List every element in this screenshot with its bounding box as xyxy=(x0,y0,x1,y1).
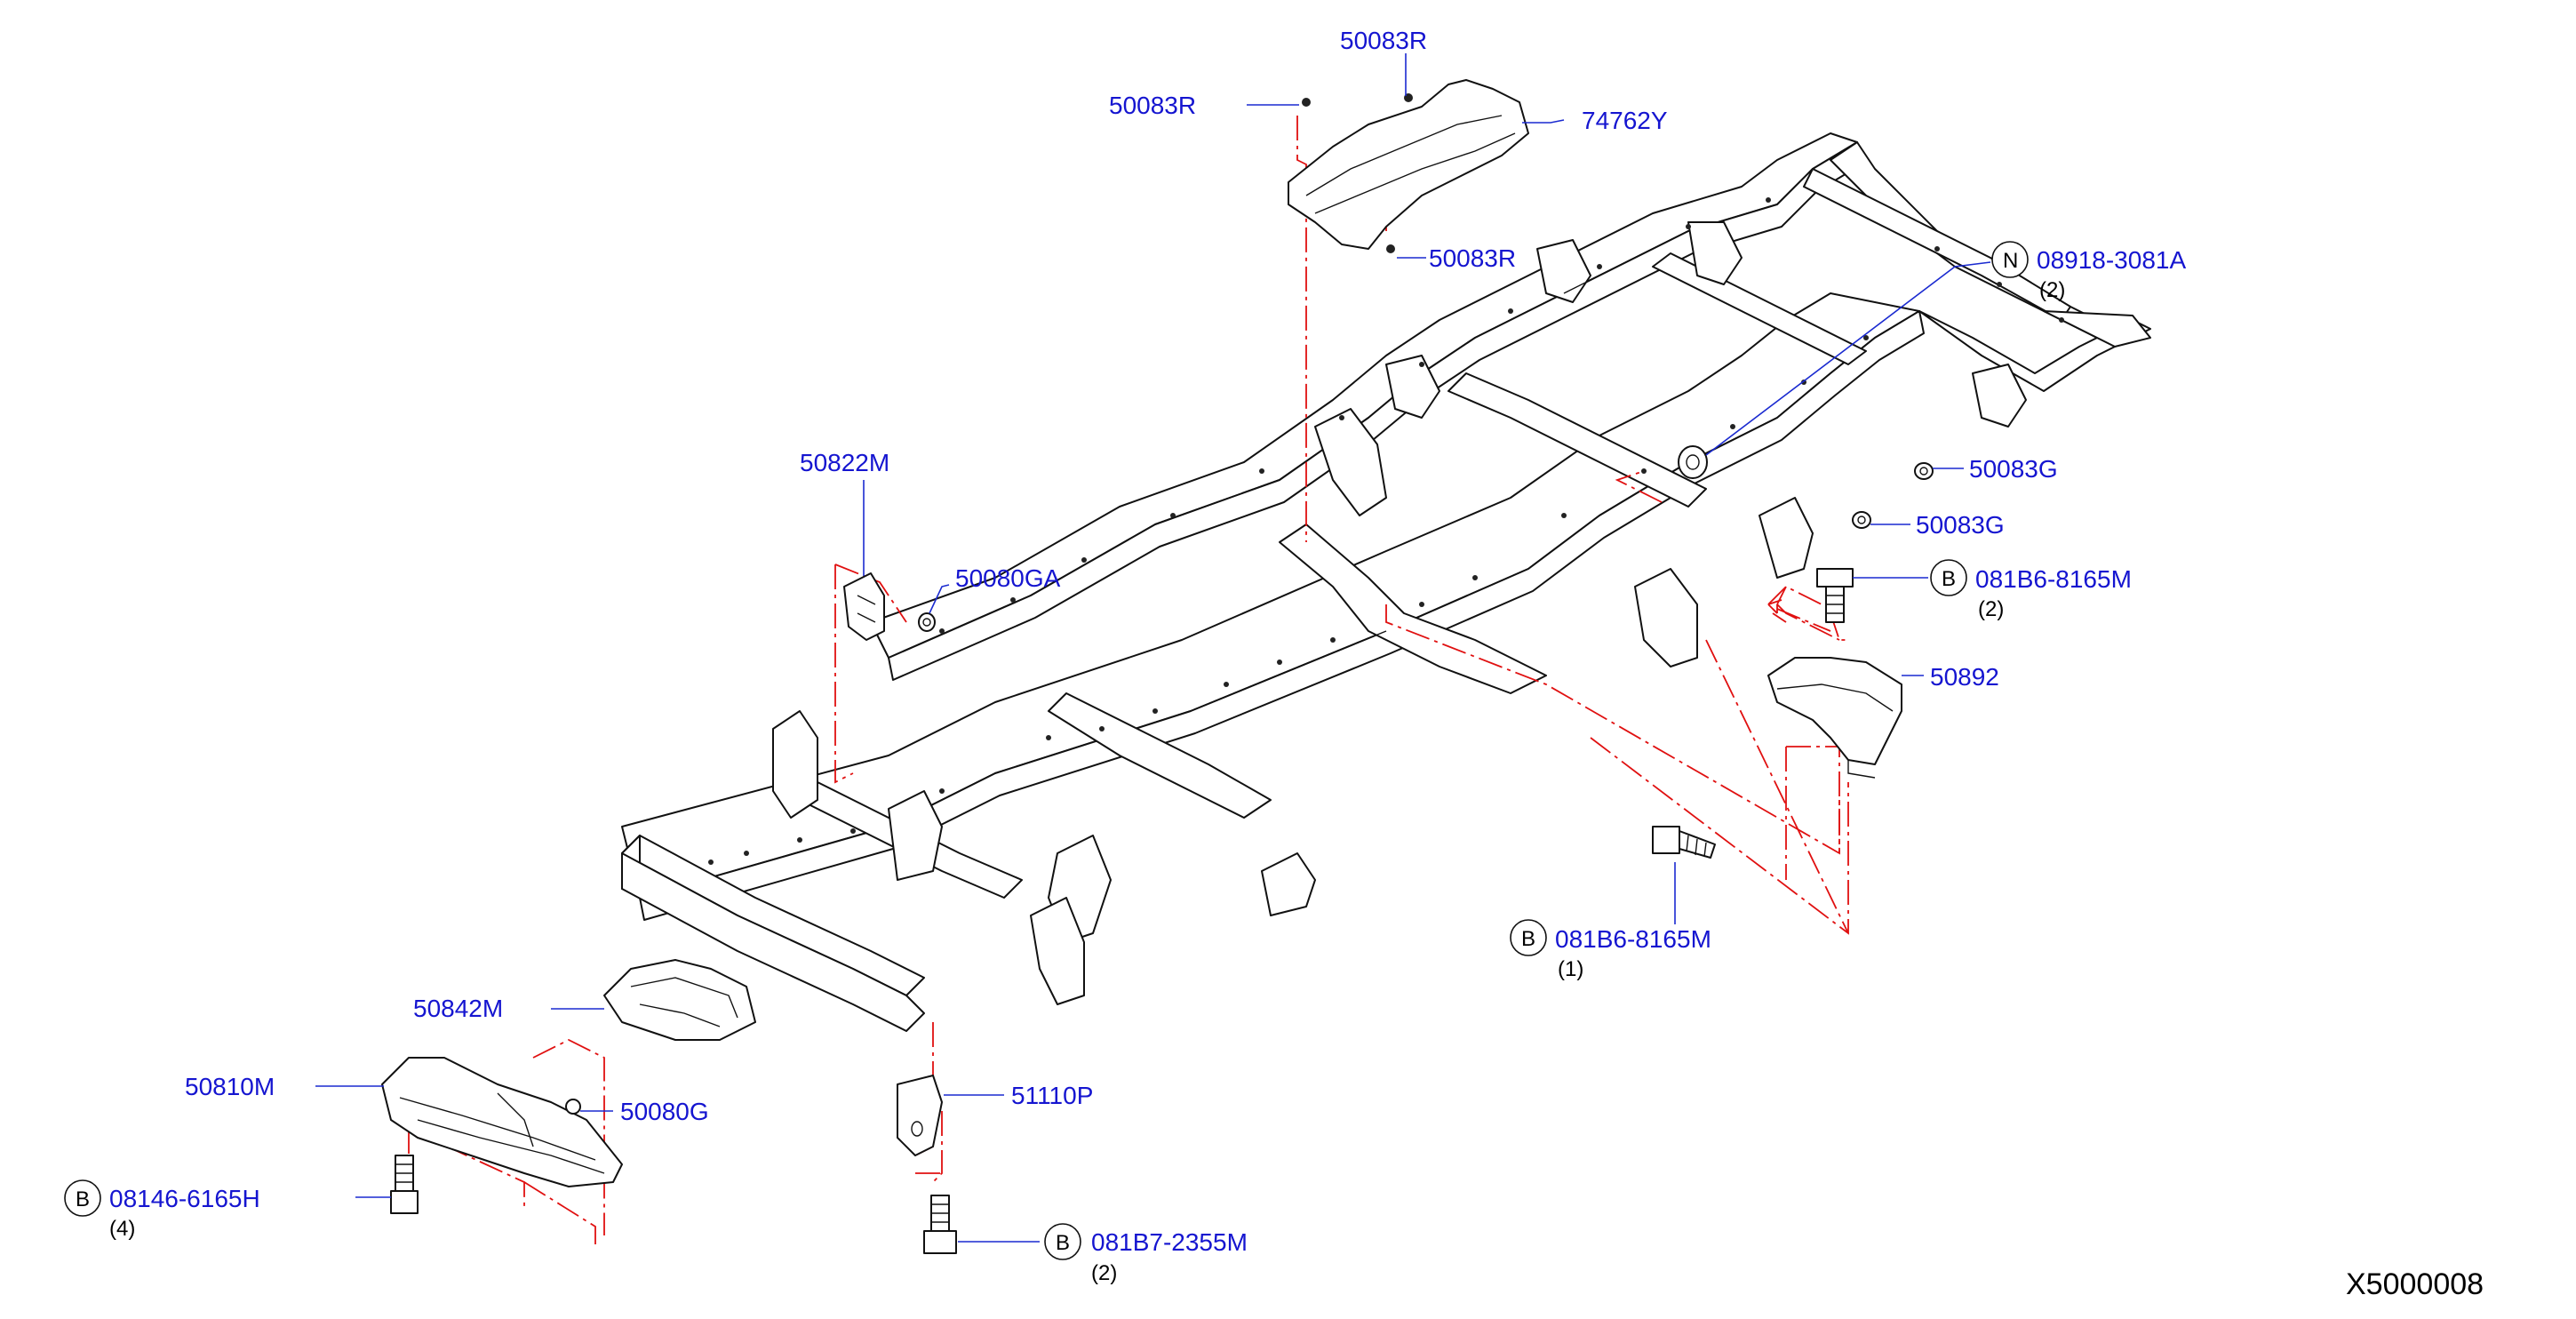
callout-51110P[interactable]: 51110P xyxy=(1011,1082,1093,1109)
assembly-lines xyxy=(408,97,1849,1244)
callout-50810M[interactable]: 50810M xyxy=(185,1073,275,1100)
bolt-081B6-8165M-lower xyxy=(1652,826,1716,859)
badge-B-4 xyxy=(1044,1223,1081,1260)
callout-081B7-2355M[interactable]: 081B7-2355M xyxy=(1091,1228,1248,1256)
frame-holes xyxy=(708,197,2064,865)
badge-B-3-letter: B xyxy=(76,1187,90,1211)
badge-B-1 xyxy=(1930,559,1967,596)
qty-081B6-8165M-upper: (2) xyxy=(1978,597,2004,621)
diagram-code: X5000008 xyxy=(2346,1267,2484,1301)
qty-08146-6165H: (4) xyxy=(109,1217,135,1241)
bolt-08146-6165H xyxy=(390,1155,419,1214)
qty-08918-3081A: (2) xyxy=(2039,278,2065,302)
callout-08146-6165H[interactable]: 08146-6165H xyxy=(109,1185,260,1212)
callout-50083R-top[interactable]: 50083R xyxy=(1340,27,1427,54)
bracket-50822M xyxy=(843,572,885,641)
clip-50080GA xyxy=(918,612,936,632)
callout-50083G-upper[interactable]: 50083G xyxy=(1969,455,2058,483)
callout-50080GA[interactable]: 50080GA xyxy=(955,564,1061,592)
callout-50842M[interactable]: 50842M xyxy=(413,995,503,1022)
bushing-08918-3081A xyxy=(1678,445,1708,479)
vehicle-frame xyxy=(621,132,2151,1032)
bracket-51110P xyxy=(897,1075,943,1156)
callout-50083G-lower[interactable]: 50083G xyxy=(1916,511,2005,539)
badge-B-2 xyxy=(1510,919,1547,956)
bolt-081B7-2355M xyxy=(923,1195,957,1254)
undercover-50810M xyxy=(381,1057,623,1187)
heat-shield-74762Y xyxy=(1288,79,1529,253)
washers-50083G xyxy=(1852,462,1934,529)
qty-081B6-8165M-lower: (1) xyxy=(1558,957,1583,981)
callout-labels: 50083R 50083R 74762Y 50083R N 08918-3081… xyxy=(64,27,2484,1301)
callout-50892[interactable]: 50892 xyxy=(1930,663,1999,691)
badge-N-letter: N xyxy=(2003,249,2018,273)
callout-74762Y[interactable]: 74762Y xyxy=(1582,107,1668,134)
callout-50083R-bottom[interactable]: 50083R xyxy=(1429,244,1516,272)
callout-081B6-8165M-lower[interactable]: 081B6-8165M xyxy=(1555,925,1711,953)
badge-B-2-letter: B xyxy=(1521,927,1535,951)
badge-N xyxy=(1991,241,2029,278)
skid-plate-50842M xyxy=(603,959,756,1041)
callout-50822M[interactable]: 50822M xyxy=(800,449,889,476)
bolt-081B6-8165M-upper xyxy=(1816,568,1854,623)
callout-50083R-left[interactable]: 50083R xyxy=(1109,92,1196,119)
badge-B-4-letter: B xyxy=(1056,1231,1070,1255)
badge-B-1-letter: B xyxy=(1942,567,1956,591)
qty-081B7-2355M: (2) xyxy=(1091,1261,1117,1285)
bracket-50892 xyxy=(1767,657,1902,779)
callout-08918-3081A[interactable]: 08918-3081A xyxy=(2037,246,2186,274)
callout-081B6-8165M-upper[interactable]: 081B6-8165M xyxy=(1975,565,2132,593)
badge-B-3 xyxy=(64,1179,101,1217)
callout-50080G[interactable]: 50080G xyxy=(620,1098,709,1125)
leader-lines xyxy=(315,53,1991,1243)
